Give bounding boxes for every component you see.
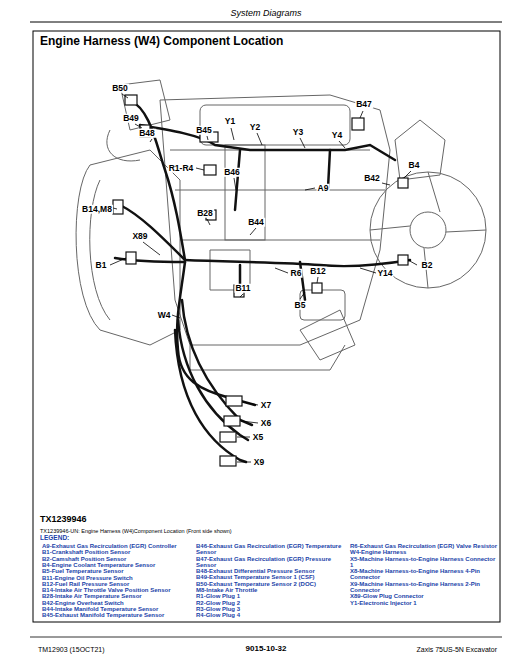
legend-entry: R6-Exhaust Gas Recirculation (EGR) Valve… — [350, 543, 498, 549]
legend-entry: W4-Engine Harness — [350, 549, 498, 555]
legend-heading: LEGEND: — [40, 535, 69, 542]
header-rule — [30, 22, 502, 23]
legend-entry: B14-Intake Air Throttle Valve Position S… — [42, 587, 190, 593]
figure-title: Engine Harness (W4) Component Location — [40, 34, 283, 48]
legend-entry: B44-Intake Manifold Temperature Sensor — [42, 606, 190, 612]
callout-number: B50 — [111, 84, 129, 93]
legend-entry: B45-Exhaust Manifold Temperature Sensor — [42, 612, 190, 618]
callout-number: A9 — [317, 184, 330, 193]
callout-number: Y3 — [292, 128, 304, 137]
legend-entry: B42-Engine Overheat Switch — [42, 600, 190, 606]
legend-entry: B11-Engine Oil Pressure Switch — [42, 575, 190, 581]
page-number: 9015-10-32 — [246, 645, 287, 653]
legend-entry: M8-Intake Air Throttle — [196, 587, 344, 593]
legend-entry: R3-Glow Plug 3 — [196, 606, 344, 612]
callout-number: Y1 — [224, 117, 236, 126]
legend-entry: X5-Machine Harness-to-Engine Harness Con… — [350, 556, 498, 569]
harness-connectors — [113, 95, 408, 466]
callout-number: B45 — [195, 126, 213, 135]
figure-frame — [33, 31, 500, 622]
legend-entry: X9-Machine Harness-to-Engine Harness 2-P… — [350, 581, 498, 594]
legend-entry: B50-Exhaust Temperature Sensor 2 (DOC) — [196, 581, 344, 587]
figure-caption: TX1239946-UN: Engine Harness (W4)Compone… — [40, 528, 232, 534]
legend-entry: B5-Fuel Temperature Sensor — [42, 568, 190, 574]
legend-entry: B46-Exhaust Gas Recirculation (EGR) Temp… — [196, 543, 344, 556]
legend-entry: X8-Machine Harness-to-Engine Harness 4-P… — [350, 568, 498, 581]
legend-entry: A9-Exhaust Gas Recirculation (EGR) Contr… — [42, 543, 190, 549]
legend-entry: B47-Exhaust Gas Recirculation (EGR) Pres… — [196, 556, 344, 569]
legend-entry: B2-Camshaft Position Sensor — [42, 556, 190, 562]
engine-harness-wires — [115, 100, 410, 462]
legend-entry: R4-Glow Plug 4 — [196, 612, 344, 618]
callout-number: Y2 — [249, 123, 261, 132]
callout-number: B28 — [196, 209, 214, 218]
callout-number: W4 — [157, 311, 172, 320]
legend-entry: R2-Glow Plug 2 — [196, 600, 344, 606]
callout-number: Y14 — [376, 269, 393, 278]
callout-number: X7 — [260, 401, 272, 410]
callout-number: Y4 — [331, 131, 343, 140]
legend-entry: X89-Glow Plug Connector — [350, 593, 498, 599]
legend-entry: B28-Intake Air Temperature Sensor — [42, 593, 190, 599]
legend-entry: Y1-Electronic Injector 1 — [350, 600, 498, 606]
callout-number: B1 — [95, 261, 108, 270]
footer-rule — [30, 637, 502, 638]
legend-entry: B49-Exhaust Temperature Sensor 1 (CSF) — [196, 574, 344, 580]
page-header: System Diagrams — [230, 9, 301, 18]
leader-lines — [110, 94, 417, 462]
callout-number: R6 — [290, 269, 303, 278]
callout-number: X5 — [252, 433, 264, 442]
callout-number: B4 — [408, 161, 421, 170]
legend-entry: B48-Exhaust Differential Pressure Sensor — [196, 568, 344, 574]
callout-number: B47 — [355, 100, 373, 109]
callout-number: B44 — [247, 218, 265, 227]
callout-number: X6 — [260, 419, 272, 428]
callout-number: B49 — [122, 114, 140, 123]
legend-entry: B12-Fuel Rail Pressure Sensor — [42, 581, 190, 587]
callout-number: B12 — [309, 267, 327, 276]
callout-number: B5 — [294, 301, 307, 310]
engine-outline — [76, 80, 486, 370]
legend-entry: B4-Engine Coolant Temperature Sensor — [42, 562, 190, 568]
callout-number: R1-R4 — [168, 164, 195, 173]
callout-number: X9 — [253, 458, 265, 467]
figure-id: TX1239946 — [40, 515, 87, 524]
footer-text: Zaxis 75US-5N Excavator — [416, 646, 497, 653]
callout-number: B14,M8 — [81, 205, 113, 214]
legend-entry: R1-Glow Plug 1 — [196, 593, 344, 599]
callout-number: B42 — [363, 174, 381, 183]
callout-number: B2 — [421, 261, 434, 270]
legend-entry: B1-Crankshaft Position Sensor — [42, 549, 190, 555]
callout-number: B11 — [234, 284, 251, 293]
callout-number: B48 — [138, 129, 156, 138]
footer-text: TM12903 (15OCT21) — [38, 646, 105, 653]
callout-number: X89 — [131, 232, 148, 241]
callout-number: B46 — [223, 168, 241, 177]
